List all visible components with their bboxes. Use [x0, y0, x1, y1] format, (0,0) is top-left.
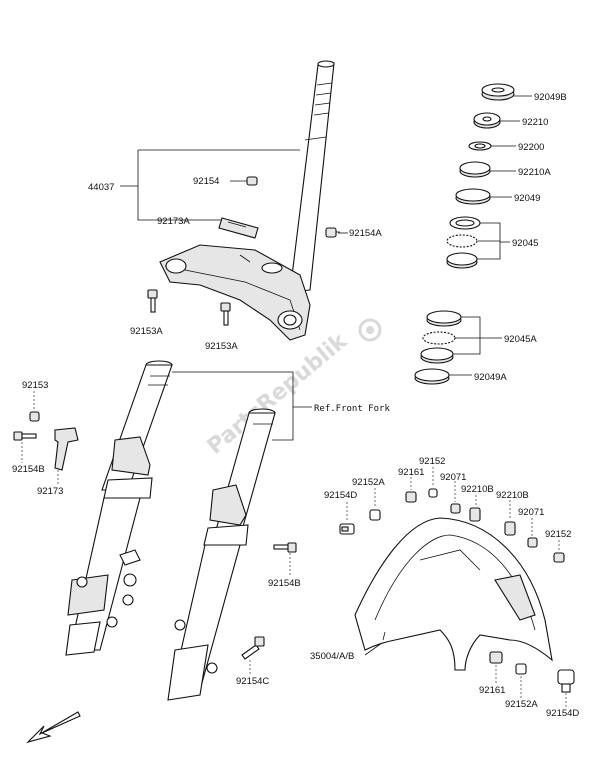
label-92154B-left: 92154B: [12, 464, 45, 475]
bolt-92154A-part: [325, 227, 340, 238]
label-92173: 92173: [37, 486, 63, 497]
fender-hardware-leaders: [346, 467, 560, 551]
label-92154D-bottom: 92154D: [546, 708, 579, 719]
label-92210B-2: 92210B: [496, 490, 529, 501]
front-fork-right-part: [167, 408, 276, 701]
label-44037: 44037: [88, 182, 114, 193]
bracket-92173-part: [54, 427, 79, 471]
label-92049A: 92049A: [474, 372, 507, 383]
bolt-92153-part: [29, 411, 40, 422]
label-92161-bottom: 92161: [479, 685, 505, 696]
clamp-92173A-part: [218, 217, 259, 239]
label-92153: 92153: [22, 380, 48, 391]
label-92152: 92152: [419, 456, 445, 467]
label-92045A: 92045A: [504, 334, 537, 345]
front-direction-arrow-icon: [26, 711, 81, 744]
label-92153A-left: 92153A: [130, 326, 163, 337]
ref-front-fork-leader: [172, 371, 312, 441]
label-92210B-1: 92210B: [461, 484, 494, 495]
bolt-92154C-part: [241, 636, 265, 660]
label-92210A: 92210A: [518, 167, 551, 178]
label-92161-top: 92161: [398, 467, 424, 478]
front-fender-part: [354, 517, 553, 671]
label-92152-right: 92152: [545, 529, 571, 540]
bolt-92154B-left-part: [13, 431, 37, 441]
bearing-stack: [414, 83, 515, 385]
bolt-92153A-right-part: [220, 302, 231, 326]
fender-hardware-top: [339, 488, 565, 563]
label-92071-right: 92071: [518, 507, 544, 518]
front-fork-left-part: [65, 360, 173, 656]
label-92154A: 92154A: [349, 228, 382, 239]
bolt-92154B-part: [273, 542, 297, 553]
steering-stem-part: [159, 60, 335, 341]
label-92152A-top: 92152A: [352, 477, 385, 488]
bearing-leaders: [449, 95, 532, 376]
bolt-92153A-left-part: [147, 289, 158, 313]
label-92154C: 92154C: [236, 676, 269, 687]
label-92154: 92154: [193, 176, 219, 187]
label-92153A-right: 92153A: [205, 341, 238, 352]
label-92045: 92045: [512, 238, 538, 249]
watermark-gear-icon: [358, 318, 382, 342]
label-92154B: 92154B: [268, 578, 301, 589]
label-92173A: 92173A: [157, 216, 190, 227]
leader-44037: [120, 149, 300, 221]
bolt-92154-part: [246, 176, 258, 186]
label-92210: 92210: [522, 117, 548, 128]
label-ref-front-fork: Ref.Front Fork: [314, 404, 390, 414]
label-92071-top: 92071: [440, 472, 466, 483]
label-92049: 92049: [514, 193, 540, 204]
label-92154D-top: 92154D: [324, 490, 357, 501]
label-92049B: 92049B: [534, 92, 567, 103]
label-92200: 92200: [518, 142, 544, 153]
label-92152A-bottom: 92152A: [505, 699, 538, 710]
fender-hardware-bottom: [489, 651, 575, 693]
label-35004-A-B: 35004/A/B: [310, 651, 354, 662]
